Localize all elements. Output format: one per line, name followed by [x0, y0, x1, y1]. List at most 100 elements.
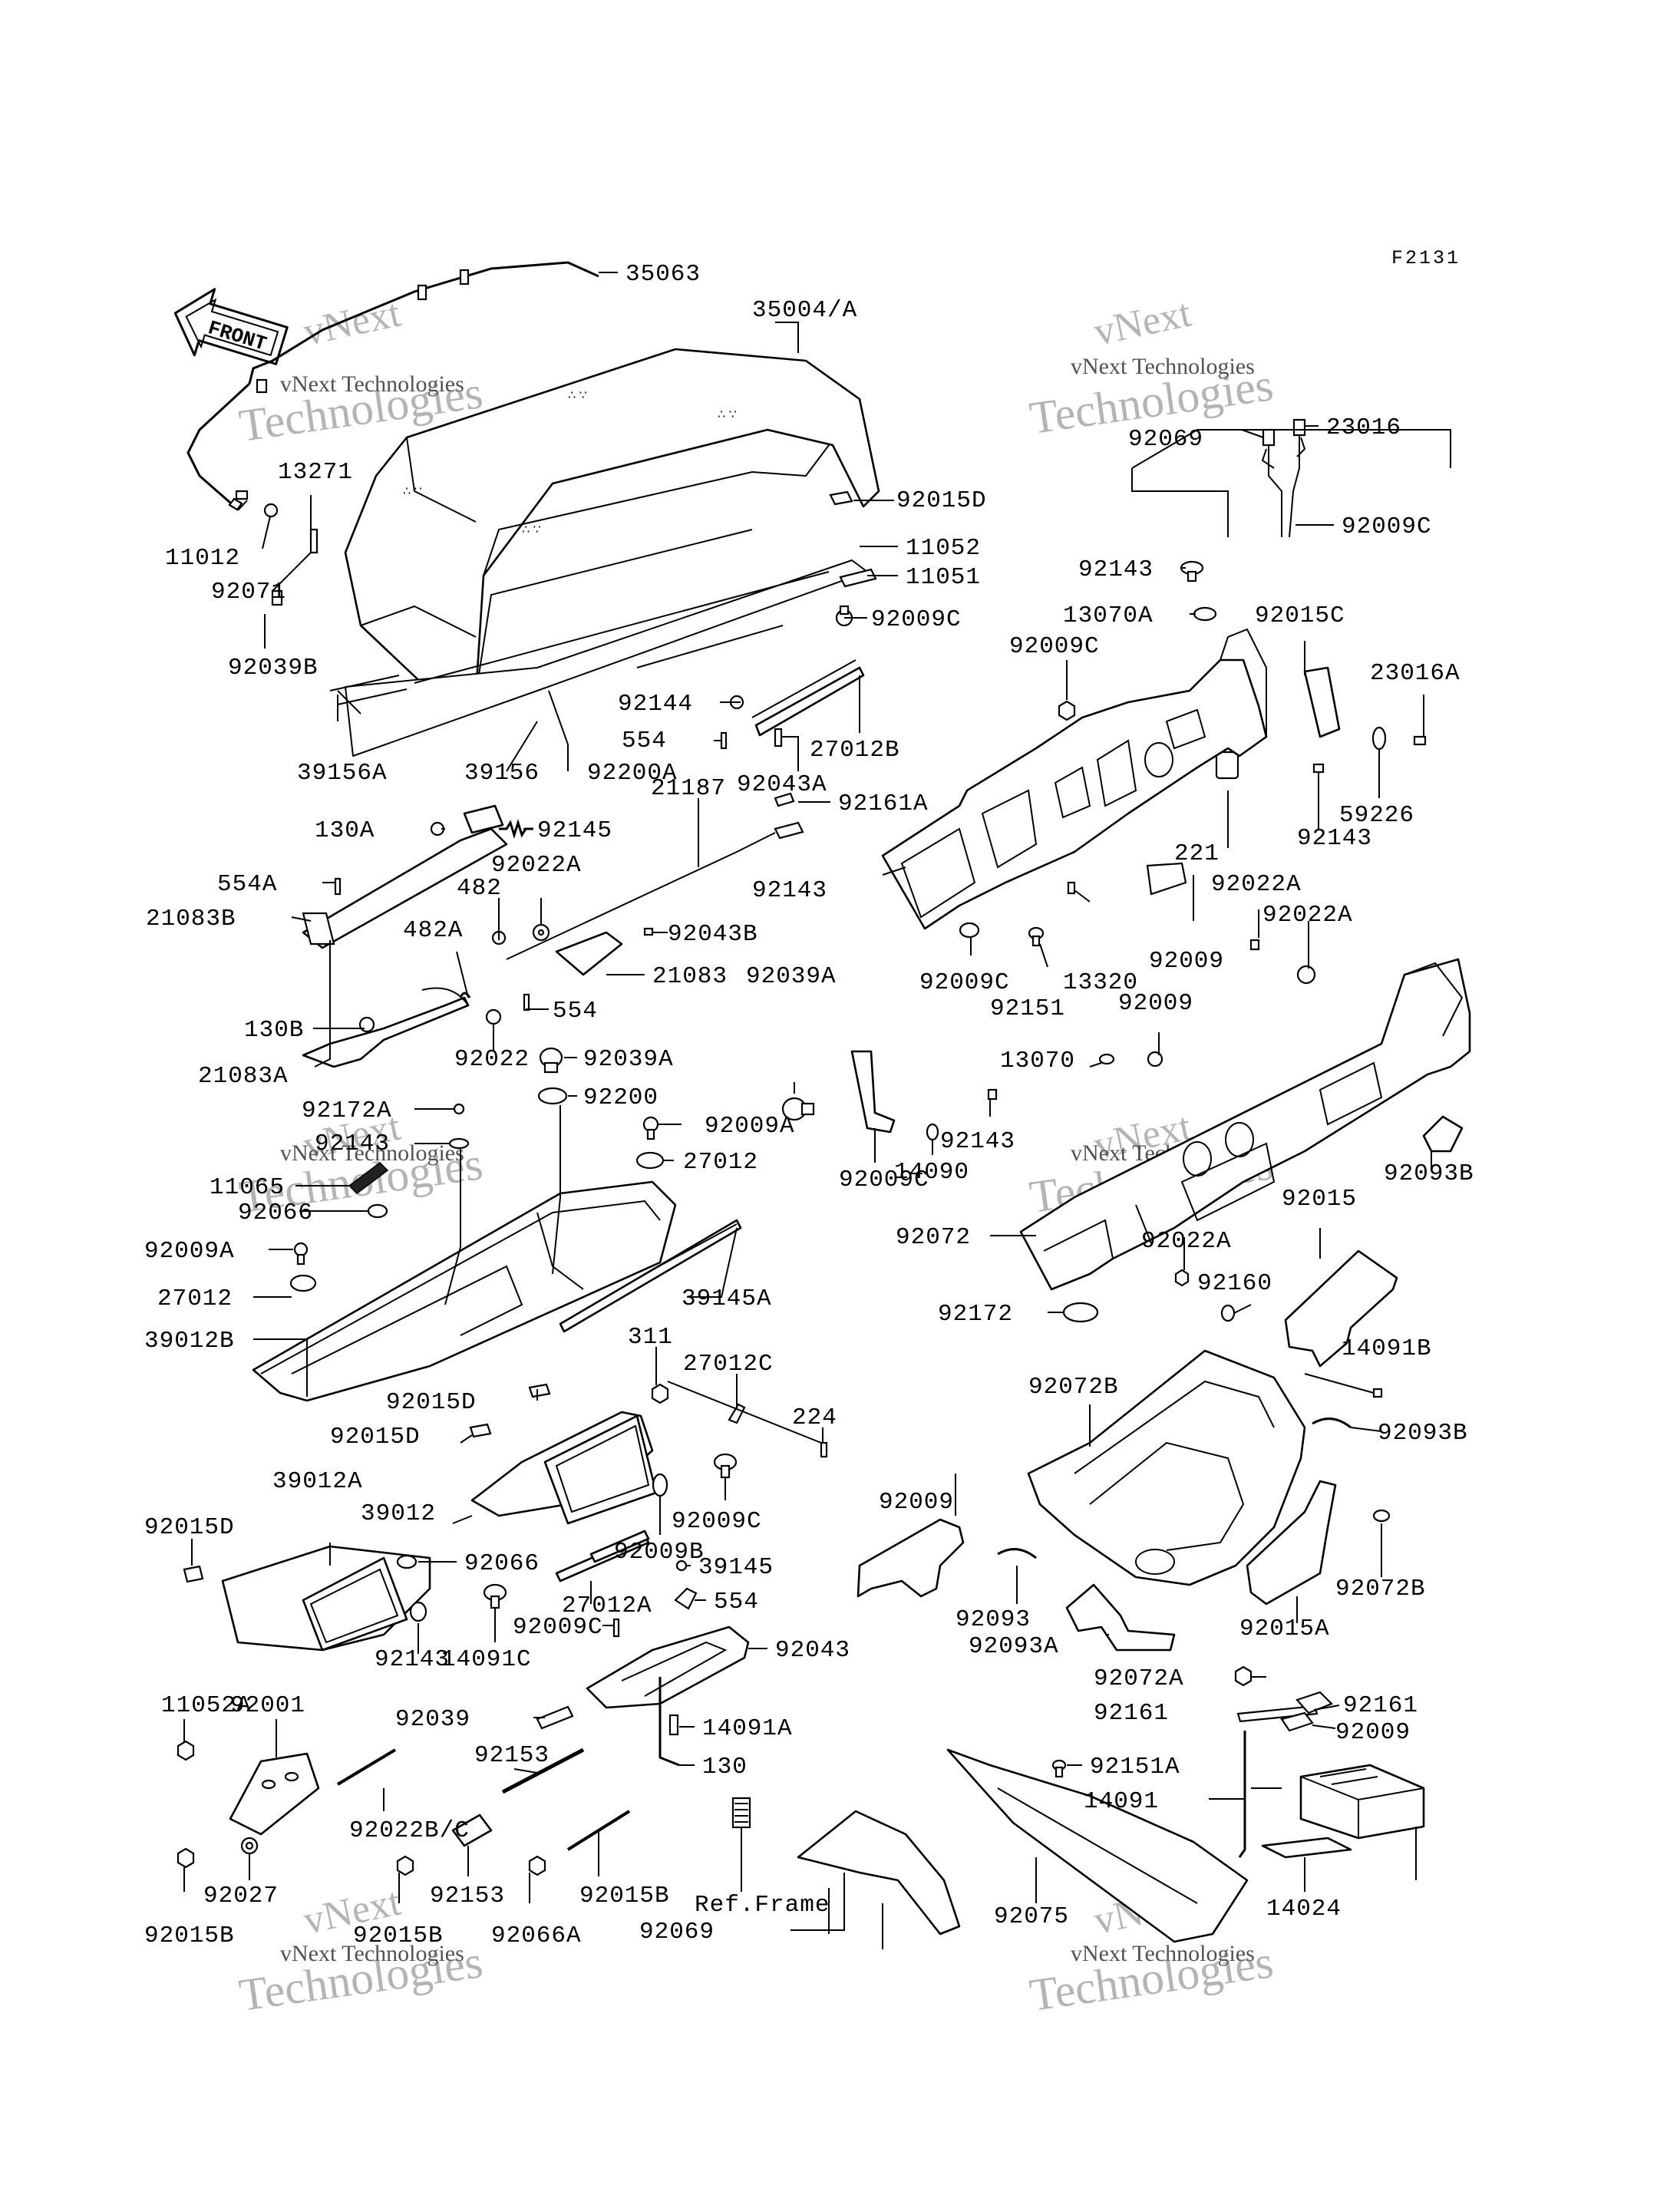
svg-text:∴ ∵: ∴ ∵: [522, 523, 541, 536]
callout-92022a-3: 92009: [1118, 990, 1193, 1017]
callout-92009c-3: 14091C: [441, 1646, 532, 1673]
svg-text:∴ ∵: ∴ ∵: [403, 485, 422, 498]
callout-92022a-2: 92022A: [1262, 902, 1353, 929]
callout-27012c: 27012C: [683, 1351, 774, 1378]
callout-92015d-2: 92015D: [386, 1389, 477, 1416]
callout-92143: 92143: [315, 1130, 390, 1157]
callout-92143-6: 92009C: [919, 969, 1010, 996]
callout-27012-2: 27012: [683, 1149, 758, 1176]
callout-92143-2: 92143: [375, 1646, 450, 1673]
callout-14090: 92072: [896, 1224, 971, 1251]
callout-13271: 13271: [278, 459, 353, 486]
callout-92093b: 92015: [1282, 1186, 1357, 1213]
callout-27012: 27012: [157, 1285, 233, 1312]
callout-554-2: 554: [553, 998, 598, 1025]
callout-92039b: 92039B: [228, 655, 319, 682]
callout-39012b: 39012B: [144, 1328, 235, 1355]
callout-92043b: 92043B: [668, 921, 758, 948]
callout-21083a: 21083A: [198, 1063, 289, 1090]
callout-14091c: 92043: [775, 1637, 850, 1664]
callout-92069-2: 23016: [1326, 414, 1401, 441]
watermark-company: vNext Technologies: [280, 371, 464, 397]
callout-221: 92143: [1297, 825, 1372, 852]
callout-11052: 11052: [906, 535, 981, 562]
callout-92009a-2: 92009A: [705, 1113, 795, 1140]
callout-21187: 21187: [651, 775, 726, 802]
leader-lines: [183, 272, 1451, 1931]
callout-92066a: Ref.Frame: [695, 1892, 830, 1919]
svg-text:∴ ∵: ∴ ∵: [568, 389, 587, 402]
callout-482a: 482A: [403, 917, 463, 944]
callout-92009c: 92009C: [871, 606, 962, 633]
callout-92039a-2: 92039A: [746, 963, 837, 990]
callout-92015a: 92072A: [1094, 1665, 1184, 1692]
callout-23016: 92009C: [1342, 513, 1432, 540]
callout-92145: 92145: [537, 817, 612, 844]
callout-130a: 130A: [315, 817, 375, 844]
callout-92153-2: 92015B: [579, 1883, 670, 1909]
callout-39145: 27012A: [562, 1592, 652, 1619]
callout-92015d-3: 92015D: [330, 1424, 421, 1450]
callout-92015: 92022A: [1141, 1228, 1232, 1255]
callout-92066-2: 92066: [464, 1550, 540, 1577]
callout-554a: 554A: [217, 871, 277, 898]
callout-92093b-2: 92009: [879, 1489, 954, 1516]
callout-92015b-2: 92015B: [353, 1922, 444, 1949]
callout-92072b: 92093B: [1378, 1420, 1468, 1447]
callout-11065: 11065: [210, 1174, 285, 1201]
figure-code: F2131: [1391, 247, 1461, 269]
watermark-company: vNext Technologies: [1071, 1941, 1255, 1966]
callout-92022: 92022: [454, 1046, 530, 1073]
callout-92039: 14091A: [702, 1715, 793, 1742]
callout-21083: 21083: [652, 963, 728, 990]
callout-92161-2: 92009: [1335, 1719, 1411, 1746]
callout-92022bc: 92027: [203, 1883, 279, 1909]
callout-21083b: 21083B: [146, 906, 236, 932]
callout-92015b: 92015B: [144, 1922, 235, 1949]
callout-311: 311: [628, 1324, 673, 1351]
callout-14091: 92075: [994, 1903, 1069, 1930]
callout-92172a: 92172A: [302, 1097, 392, 1124]
callout-92093: 92093A: [969, 1633, 1059, 1660]
callout-92143-7: 14090: [894, 1159, 969, 1186]
callout-130b: 130B: [244, 1017, 304, 1044]
watermark-vnext: vNext: [300, 291, 405, 354]
callout-14091a: 130: [702, 1754, 748, 1781]
callout-39012a: 39012A: [272, 1468, 363, 1495]
callout-11012: 11012: [165, 545, 240, 572]
callout-92015d-4: 92015D: [144, 1514, 235, 1541]
callout-13070: 92009C: [839, 1167, 929, 1193]
callout-92009c-7: 92143: [940, 1128, 1015, 1155]
callout-92143-4: 13070A: [1063, 602, 1154, 629]
callout-14091b: 92072B: [1028, 1374, 1119, 1401]
watermark-company: vNext Technologies: [280, 1941, 464, 1966]
callout-92009-2: 13070: [1000, 1048, 1075, 1074]
watermark-top-right: vNext vNext Technologies Technologies: [1027, 291, 1276, 443]
callout-27012a: 554: [714, 1589, 759, 1615]
callout-92009c-2: 92009C: [672, 1508, 762, 1535]
watermark-vnext: vNext: [1091, 291, 1196, 354]
callout-92001: 92153: [474, 1742, 550, 1769]
callout-11051: 11051: [906, 564, 981, 591]
callout-92015b-3: 92066A: [491, 1922, 582, 1949]
callout-13320: 92009: [1149, 948, 1224, 975]
callout-92200: 92200: [583, 1084, 658, 1111]
callout-39156a: 39156A: [297, 760, 388, 787]
watermark-company: vNext Technologies: [280, 1140, 464, 1166]
callout-92151a: 14091: [1084, 1788, 1159, 1815]
callout-39012: 39012: [361, 1500, 436, 1527]
callout-92075: 14024: [1266, 1896, 1342, 1922]
callout-92093a: 92015A: [1239, 1615, 1330, 1642]
callout-92072b-2: 92093: [956, 1606, 1031, 1633]
callout-92072a: 92161: [1094, 1700, 1169, 1727]
callout-92015d: 92015D: [896, 487, 987, 514]
callout-11052a: 92001: [230, 1692, 305, 1719]
callout-92069: 92069: [1128, 426, 1203, 453]
callout-92172: 14091B: [1342, 1335, 1432, 1362]
callout-35063: 35063: [625, 261, 701, 288]
callout-27012b: 27012B: [810, 737, 900, 764]
callout-92009c-5: 23016A: [1370, 660, 1461, 687]
callout-59226: 92143: [752, 877, 827, 904]
callout-224: 224: [792, 1404, 837, 1431]
